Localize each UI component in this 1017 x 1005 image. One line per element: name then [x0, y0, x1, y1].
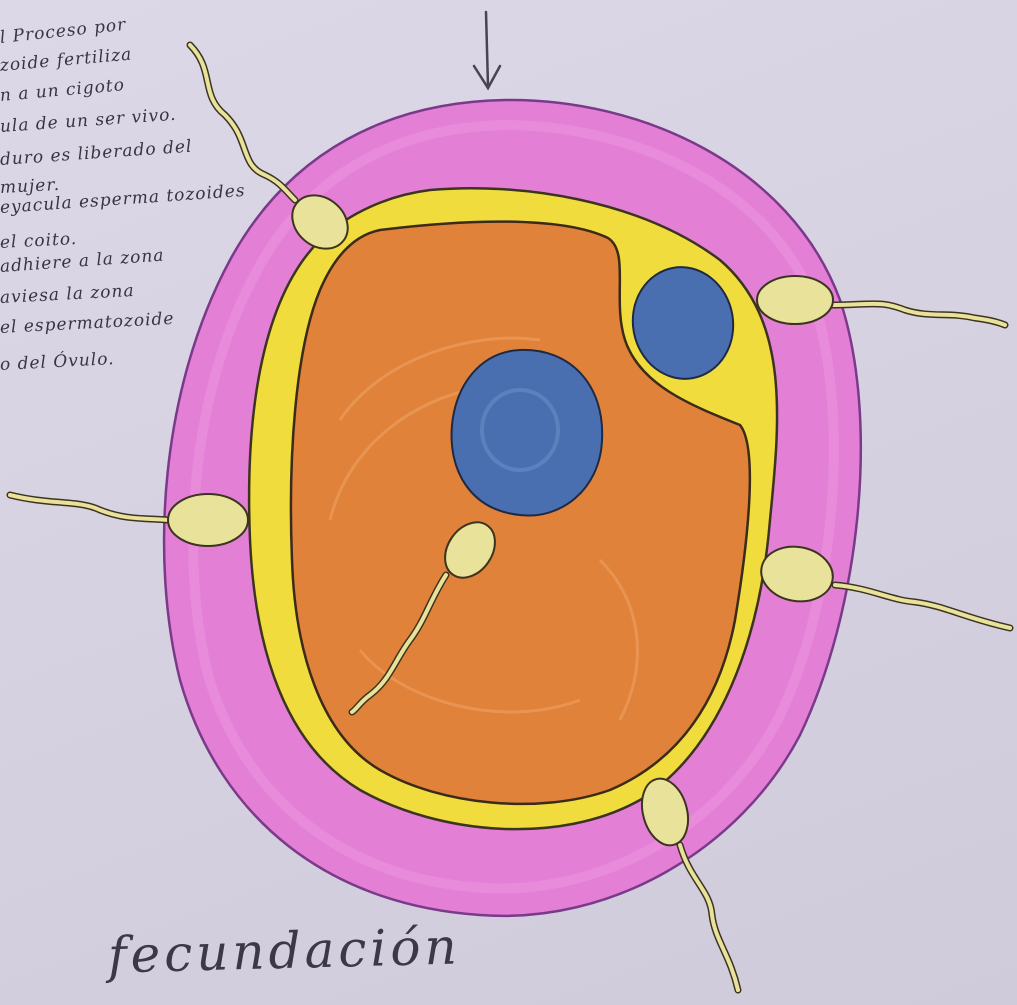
arrow-down-icon [474, 12, 500, 88]
page-title: fecundación [107, 917, 461, 984]
sperm-left-middle [10, 494, 248, 546]
nucleus [452, 350, 603, 516]
sperm-right-upper [757, 276, 1005, 325]
note-line-8: el coito. [0, 229, 78, 253]
